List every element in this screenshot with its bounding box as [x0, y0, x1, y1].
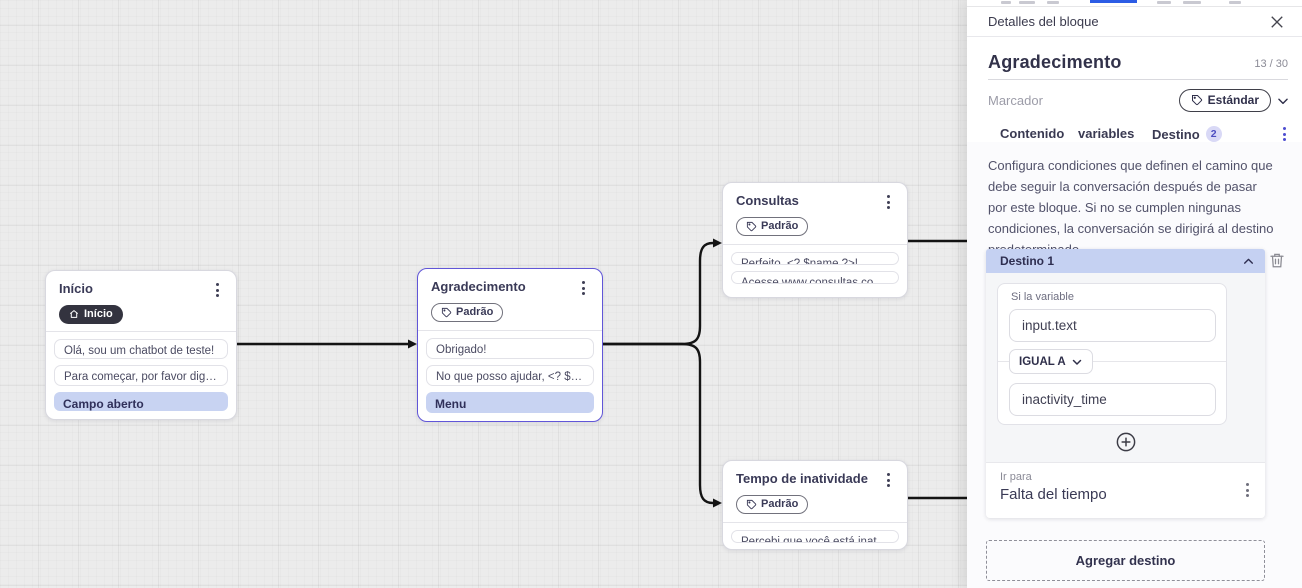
node-menu-icon[interactable]	[883, 193, 894, 211]
chevron-down-icon	[1072, 359, 1081, 365]
divider	[988, 79, 1288, 80]
toolbar-active-indicator	[1090, 0, 1137, 3]
char-count: 13 / 30	[1254, 58, 1288, 70]
close-icon[interactable]	[1268, 13, 1286, 31]
node-menu-icon[interactable]	[578, 279, 589, 297]
message-bubble[interactable]: No que posso ajudar, <? $name ...	[426, 364, 594, 387]
flow-node-tempo-inatividade[interactable]: Tempo de inatividade Padrão Percebi que …	[722, 460, 908, 550]
message-bubble[interactable]: Para começar, por favor digite o ...	[54, 365, 228, 386]
arrowhead	[713, 498, 722, 508]
operator-dropdown[interactable]: IGUAL A	[1009, 349, 1093, 374]
block-details-panel: Detalles del bloque Agradecimento 13 / 3…	[967, 0, 1302, 588]
go-to-menu-icon[interactable]	[1242, 481, 1253, 499]
condition-label: Si la variable	[1011, 291, 1074, 303]
node-title: Tempo de inatividade	[736, 471, 868, 486]
divider	[723, 243, 907, 245]
estandar-chip[interactable]: Estándar	[1178, 89, 1271, 112]
condition-zone: Si la variable IGUAL A	[986, 273, 1265, 462]
message-bubble[interactable]: Acesse www.consultas.com par...	[731, 270, 899, 284]
arrowhead	[713, 238, 722, 248]
node-title: Início	[59, 281, 93, 296]
delete-destination-icon[interactable]	[1268, 250, 1286, 270]
chevron-up-icon[interactable]	[1242, 255, 1255, 268]
message-bubble[interactable]: Olá, sou um chatbot de teste!	[54, 339, 228, 360]
flow-node-consultas[interactable]: Consultas Padrão Perfeito, <? $name ?>! …	[722, 182, 908, 298]
message-bubble[interactable]: Perfeito, <? $name ?>!	[731, 251, 899, 265]
home-icon	[69, 310, 79, 318]
divider	[998, 361, 1226, 362]
message-bubble[interactable]: Obrigado!	[426, 337, 594, 359]
tag-icon	[441, 307, 452, 317]
go-to-label: Ir para	[1000, 471, 1032, 483]
padrao-badge: Padrão	[736, 495, 809, 514]
tag-icon	[1191, 95, 1202, 106]
node-menu-icon[interactable]	[212, 281, 223, 299]
message-bubble[interactable]: Percebi que você está inativo. C...	[731, 529, 899, 543]
condition-card: Si la variable IGUAL A	[997, 283, 1227, 425]
divider	[723, 521, 907, 523]
variable-input[interactable]	[1009, 309, 1216, 342]
chevron-down-icon[interactable]	[1276, 94, 1290, 108]
tab-destino[interactable]: Destino 2	[1152, 126, 1222, 142]
go-to-section[interactable]: Ir para Falta del tiempo	[986, 462, 1265, 518]
tabs-menu-icon[interactable]	[1279, 125, 1290, 143]
destination-card-header[interactable]: Destino 1	[986, 249, 1265, 273]
node-menu-icon[interactable]	[883, 471, 894, 489]
menu-row[interactable]: Menu	[426, 392, 594, 414]
flow-node-agradecimento[interactable]: Agradecimento Padrão Obrigado! No que po…	[417, 268, 603, 422]
tab-variables[interactable]: variables	[1078, 126, 1135, 141]
block-name[interactable]: Agradecimento	[988, 52, 1122, 72]
destination-description: Configura condiciones que definen el cam…	[988, 158, 1274, 257]
open-field-row[interactable]: Campo aberto	[54, 391, 228, 411]
padrao-badge: Padrão	[431, 303, 504, 322]
arrowhead	[408, 339, 417, 349]
add-condition-icon[interactable]	[1115, 431, 1137, 453]
tag-icon	[746, 221, 757, 231]
marcador-label[interactable]: Marcador	[988, 93, 1043, 108]
divider	[46, 331, 236, 332]
add-destination-button[interactable]: Agregar destino	[986, 540, 1265, 581]
destino-count-badge: 2	[1205, 126, 1222, 142]
node-title: Agradecimento	[431, 279, 526, 294]
value-input[interactable]	[1009, 383, 1216, 416]
destination-card: Destino 1 Si la variable IGUAL A Ir	[986, 249, 1265, 518]
divider	[418, 329, 602, 331]
edge-agradecimento-tempo	[603, 342, 714, 505]
flow-node-inicio[interactable]: Início Início Olá, sou um chatbot de tes…	[45, 270, 237, 420]
tag-icon	[746, 499, 757, 509]
panel-title: Detalles del bloque	[988, 14, 1099, 29]
go-to-value[interactable]: Falta del tiempo	[1000, 486, 1107, 503]
edge-agradecimento-consultas	[603, 241, 714, 346]
cropped-toolbar	[967, 0, 1302, 7]
tab-contenido[interactable]: Contenido	[1000, 126, 1065, 141]
padrao-badge: Padrão	[736, 217, 809, 236]
node-title: Consultas	[736, 193, 799, 208]
inicio-badge: Início	[59, 305, 123, 324]
